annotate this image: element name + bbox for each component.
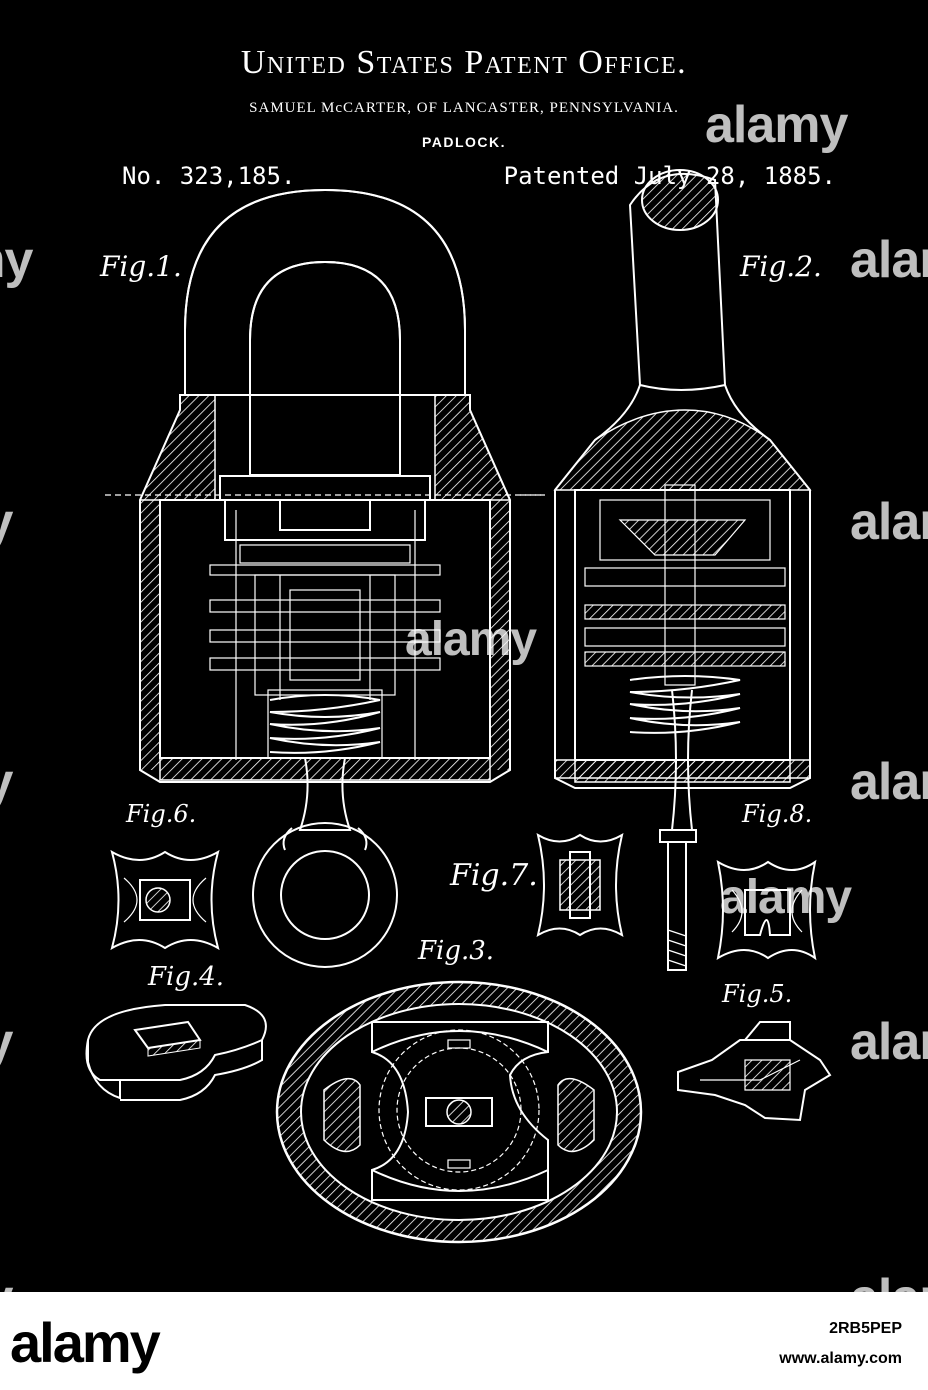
fig5-label: Fig.5. (722, 980, 792, 1008)
watermark-center-1: alamy (405, 612, 536, 667)
watermark-left-4: alamy (0, 1012, 12, 1072)
fig7-drawing (538, 835, 622, 935)
fig3-label: Fig.3. (418, 936, 494, 966)
fig6-drawing (112, 852, 218, 948)
office-title: United States Patent Office. (0, 44, 928, 82)
patent-number: No. 323,185. (122, 162, 295, 190)
watermark-right-2: alamy (850, 492, 928, 552)
fig7-label: Fig.7. (450, 858, 538, 893)
watermark-left-3: alamy (0, 752, 12, 812)
fig4-drawing (87, 1005, 266, 1100)
footer-bar: alamy 2RB5PEP www.alamy.com (0, 1292, 928, 1390)
fig4-label: Fig.4. (148, 962, 224, 992)
image-id: 2RB5PEP (829, 1320, 902, 1338)
fig2-drawing (520, 170, 810, 970)
alamy-logo: alamy (10, 1310, 159, 1375)
fig2-label: Fig.2. (740, 250, 822, 283)
fig5-drawing (678, 1022, 830, 1120)
fig1-label: Fig.1. (100, 250, 182, 283)
fig6-label: Fig.6. (126, 800, 196, 828)
fig1-drawing (105, 190, 545, 967)
fig8-label: Fig.8. (742, 800, 812, 828)
site-url[interactable]: www.alamy.com (779, 1350, 902, 1368)
watermark-right-3: alamy (850, 752, 928, 812)
watermark-top-right: alamy (705, 95, 847, 155)
patent-date: Patented July 28, 1885. (504, 162, 836, 190)
watermark-left-1: alamy (0, 230, 32, 290)
watermark-right-4: alamy (850, 1012, 928, 1072)
watermark-center-2: alamy (720, 870, 851, 925)
fig3-drawing (277, 982, 641, 1242)
watermark-left-2: alamy (0, 492, 12, 552)
watermark-right-1: alamy (850, 230, 928, 290)
